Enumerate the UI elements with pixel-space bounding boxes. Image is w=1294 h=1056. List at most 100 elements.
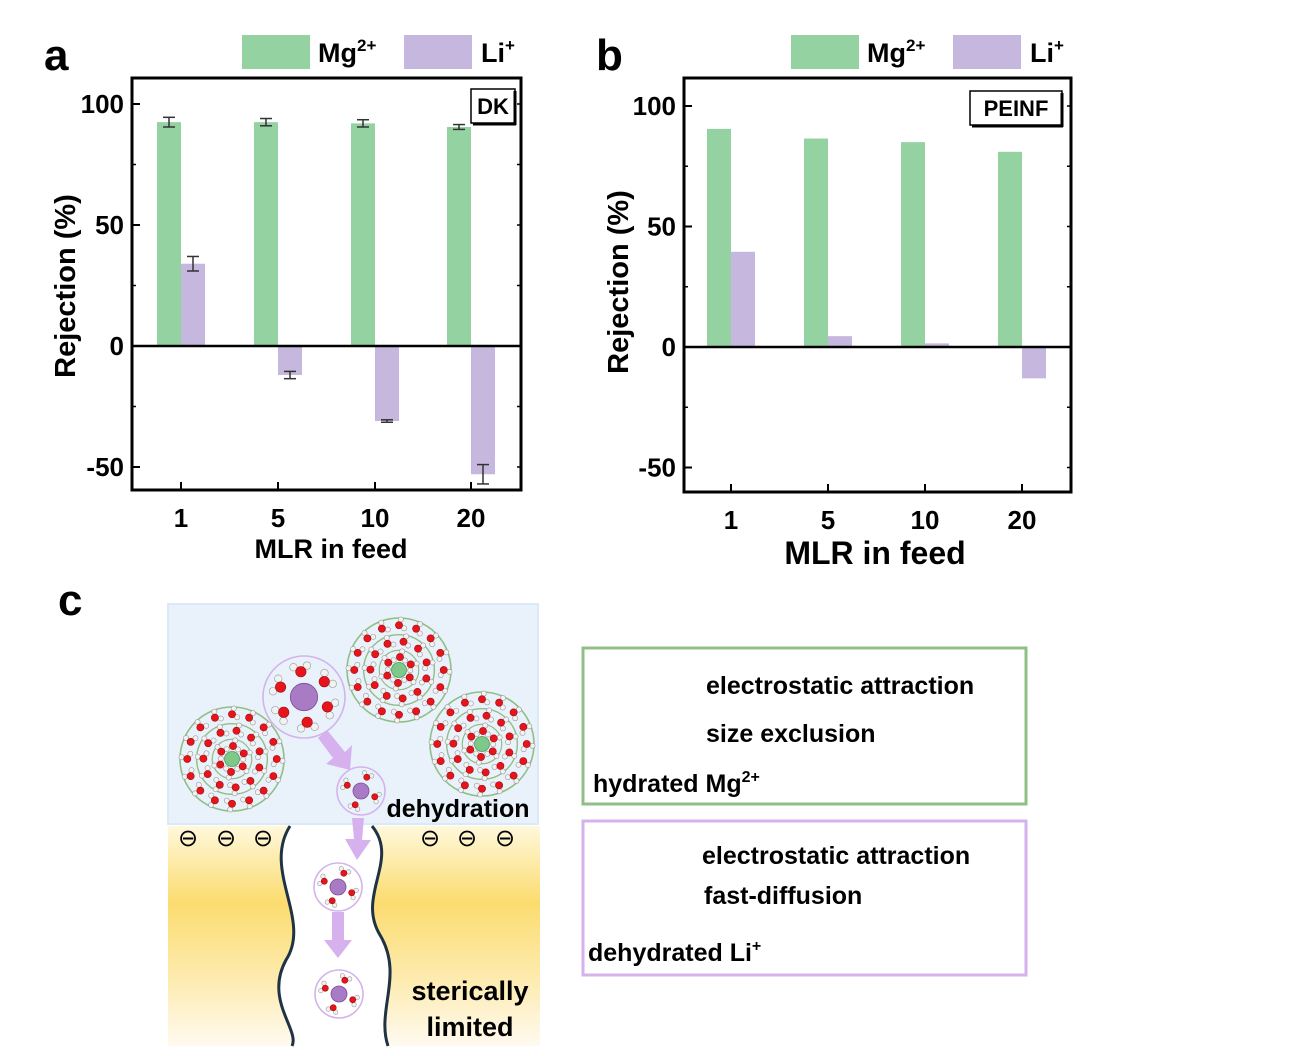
bar-mg [157, 122, 181, 347]
arrow-icon [345, 818, 371, 860]
water-molecule [394, 693, 407, 708]
legend-label-li: Li+ [481, 36, 515, 68]
negative-charge-icon: ⊖ [495, 825, 515, 852]
water-molecule [426, 632, 439, 648]
water-molecule [229, 737, 241, 753]
error-bar [477, 463, 489, 485]
li-box-caption: dehydrated Li+ [588, 938, 761, 967]
water-molecule [223, 765, 235, 781]
mg-box-line2: size exclusion [706, 720, 876, 748]
water-molecule [361, 770, 375, 781]
plot-frame-b [682, 76, 1073, 494]
water-molecule [259, 721, 272, 737]
plot-frame-a [130, 76, 523, 492]
panel-letter-a: a [44, 31, 69, 80]
water-molecule [497, 716, 510, 732]
water-molecule [255, 747, 269, 761]
water-molecule [317, 873, 328, 887]
mg-box-line1: electrostatic attraction [706, 672, 974, 700]
legend-swatch-li-b [953, 35, 1021, 69]
x-tick-label: 10 [911, 505, 940, 535]
negative-charge-icon: ⊖ [420, 825, 440, 852]
water-molecule [406, 660, 420, 674]
x-tick-label: 1 [174, 503, 188, 533]
water-molecule [461, 740, 475, 754]
x-axis-title-b: MLR in feed [784, 535, 965, 571]
bar-li [1022, 347, 1046, 379]
water-molecule [234, 762, 250, 774]
bar-mg [998, 151, 1022, 347]
error-bar [163, 116, 175, 128]
bar-li [925, 343, 949, 347]
dehydrated-li-ion [314, 969, 364, 1019]
water-molecule [383, 634, 397, 648]
water-molecule [451, 720, 467, 733]
arrow-icon [318, 730, 352, 770]
bar-li [471, 346, 495, 475]
dehydrated-li-ion [336, 766, 386, 816]
x-tick-label: 1 [724, 505, 738, 535]
water-molecule [473, 782, 486, 798]
water-molecule [399, 633, 412, 649]
hydrated-li-ion [262, 655, 346, 739]
diffusion-arrows [318, 730, 371, 958]
water-molecule [432, 683, 448, 694]
limited-label: limited [426, 1012, 513, 1042]
water-molecule [519, 722, 533, 736]
water-molecule [361, 661, 377, 674]
water-molecule [464, 729, 480, 741]
hydrated-mg-ion [428, 690, 536, 798]
bar-mg [254, 122, 278, 347]
water-molecule [228, 705, 241, 721]
water-molecule [375, 703, 386, 719]
water-molecule [269, 737, 283, 751]
water-molecule [350, 646, 366, 657]
water-molecule [478, 690, 491, 706]
y-tick-label: 50 [647, 212, 676, 242]
water-molecule [366, 676, 379, 690]
negative-charge-icon: ⊖ [253, 825, 273, 852]
water-molecule [491, 761, 506, 775]
water-molecule [520, 740, 536, 753]
y-tick-label: 100 [81, 89, 124, 119]
water-molecule [348, 678, 362, 692]
water-molecule [458, 777, 469, 793]
error-bar [357, 118, 369, 128]
water-molecule [489, 734, 503, 748]
water-molecule [378, 666, 392, 680]
y-axis-title-a: Rejection (%) [50, 194, 82, 378]
inset-label-a: DK [477, 94, 509, 119]
x-tick-label: 20 [457, 503, 486, 533]
hydrated-mg-ion [345, 616, 453, 724]
negative-charge-icon: ⊖ [178, 825, 198, 852]
water-molecule [371, 791, 382, 805]
water-molecule [251, 763, 268, 775]
bar-li [375, 346, 399, 422]
water-molecule [321, 698, 340, 720]
water-molecule [418, 674, 435, 686]
water-molecule [192, 781, 205, 797]
water-molecule [505, 732, 519, 746]
water-molecule [407, 707, 421, 721]
water-molecule [390, 708, 403, 724]
water-molecule [479, 722, 491, 738]
water-molecule [395, 616, 408, 632]
water-molecule [460, 693, 474, 707]
water-molecule [268, 674, 287, 696]
water-molecule [338, 866, 352, 877]
water-molecule [239, 749, 253, 763]
water-molecule [501, 748, 518, 760]
water-molecule [431, 752, 445, 766]
x-tick-label: 20 [1008, 505, 1037, 535]
bar-li [731, 251, 755, 347]
sterically-label: sterically [411, 976, 528, 1006]
schematic-panel-c: c ⊖ ⊖ ⊖ ⊖ ⊖ ⊖ dehydration sterically lim… [58, 576, 1028, 1047]
water-molecule [349, 994, 360, 1008]
hydrated-mg-ion [178, 705, 286, 813]
water-molecule [199, 765, 212, 779]
y-axis-title-b: Rejection (%) [603, 190, 635, 374]
